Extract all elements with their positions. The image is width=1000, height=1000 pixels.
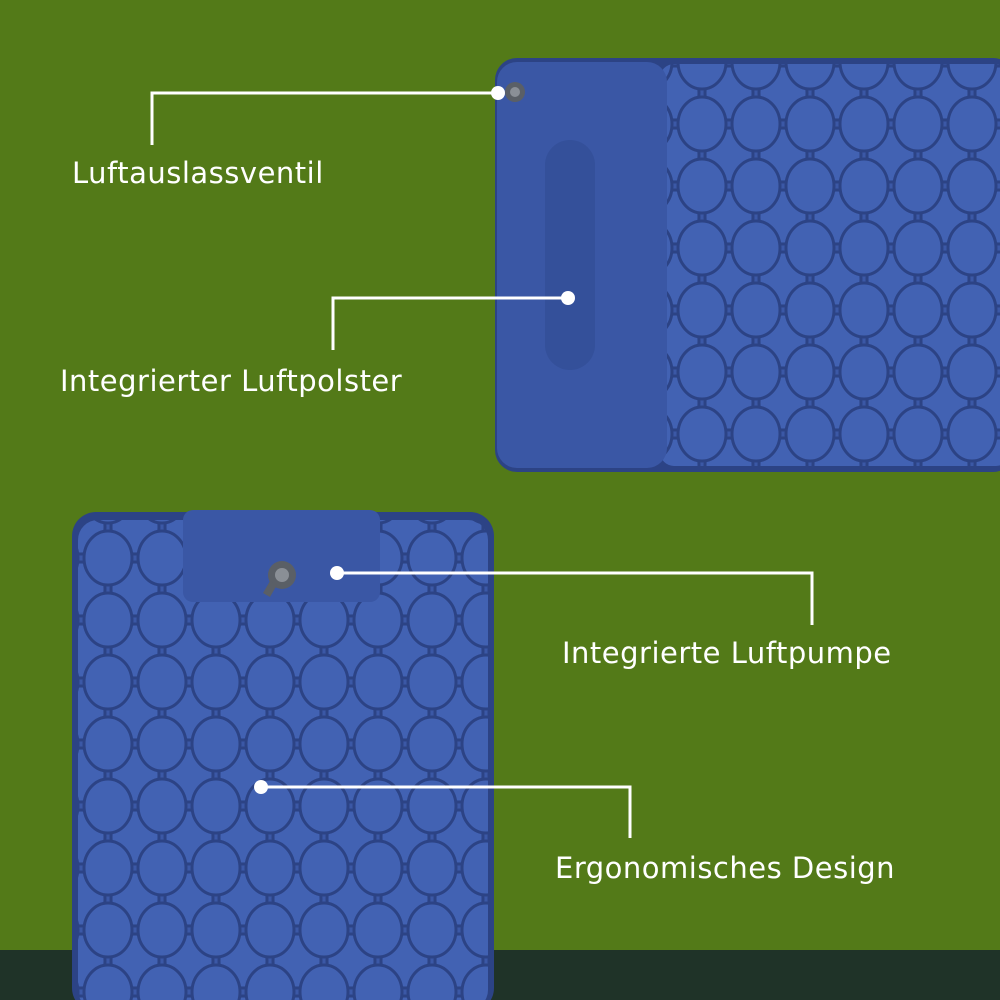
sleeping-mat-top xyxy=(495,58,1000,472)
air-valve-icon xyxy=(505,82,525,102)
callout-line-3 xyxy=(337,571,814,625)
callout-label-air-valve: Luftauslassventil xyxy=(72,156,324,190)
callout-dot-2 xyxy=(561,291,575,305)
callout-line-1 xyxy=(150,91,498,145)
callout-label-pillow: Integrierter Luftpolster xyxy=(60,364,403,398)
callout-dot-1 xyxy=(491,86,505,100)
callout-line-4 xyxy=(261,785,632,838)
integrated-pump xyxy=(183,510,380,602)
callout-dot-4 xyxy=(254,780,268,794)
callout-label-pump: Integrierte Luftpumpe xyxy=(562,636,892,670)
callout-label-design: Ergonomisches Design xyxy=(555,851,896,885)
callout-line-2 xyxy=(331,296,568,350)
pump-valve-icon xyxy=(263,561,296,598)
sleeping-mat-bottom xyxy=(72,510,494,1000)
callout-dot-3 xyxy=(330,566,344,580)
